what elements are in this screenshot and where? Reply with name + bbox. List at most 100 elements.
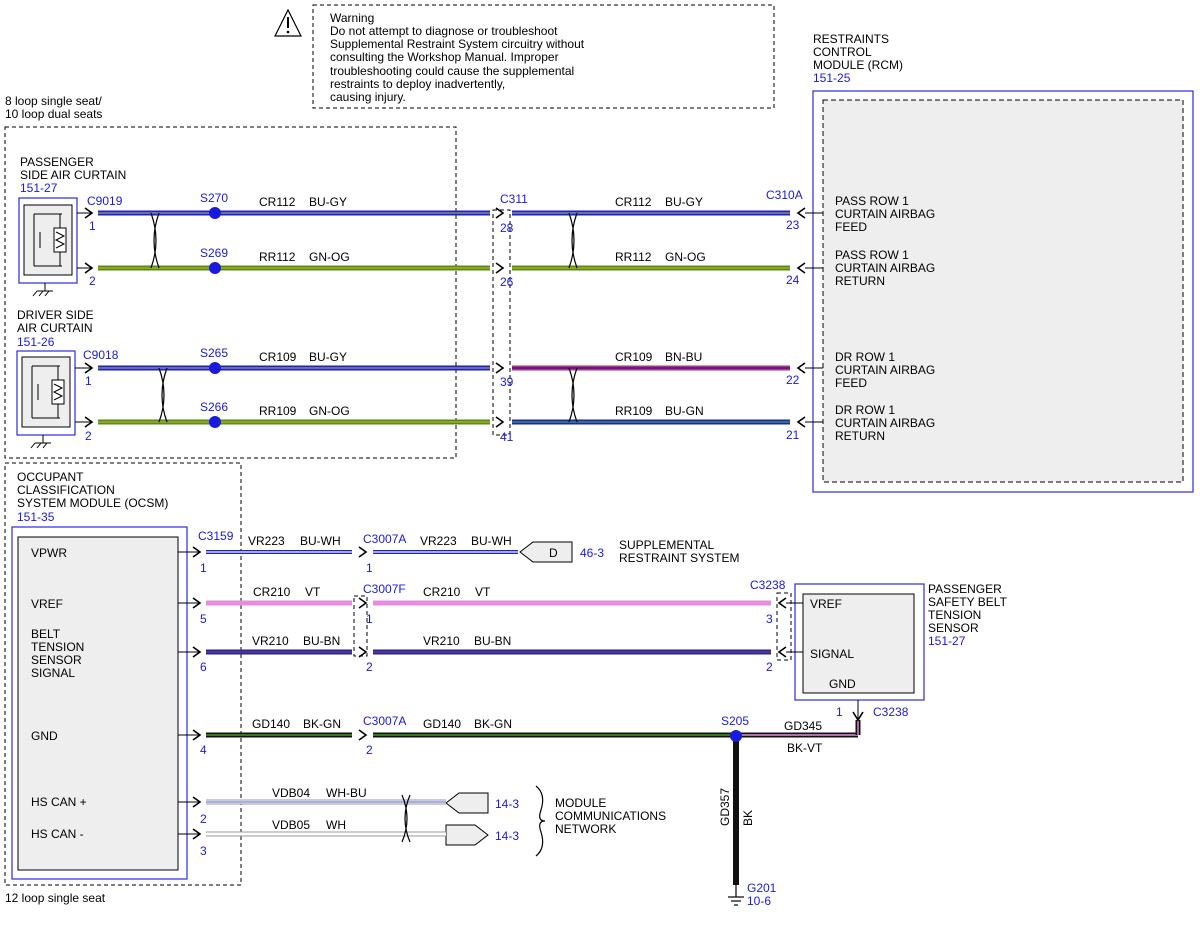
warning-line: consulting the Workshop Manual. Improper xyxy=(330,50,559,64)
ocsm-pin-can-low: HS CAN - xyxy=(31,827,84,841)
connector-arrow-icon xyxy=(192,546,202,558)
svg-text:PASS ROW 1: PASS ROW 1 xyxy=(835,194,909,208)
splice-dot-icon xyxy=(209,416,221,428)
pin-number: 26 xyxy=(500,275,514,289)
driver-curtain-ref: 151-26 xyxy=(17,335,55,349)
wire-circuit: CR112 xyxy=(615,195,652,209)
pin-number: 22 xyxy=(786,373,800,387)
twisted-pair-icon xyxy=(571,367,578,423)
warning-line: restraints to deploy inadvertently, xyxy=(330,77,505,91)
wire-circuit: CR109 xyxy=(259,350,297,364)
ocsm-module-body xyxy=(17,536,179,871)
connector-label: C3159 xyxy=(198,529,234,543)
wire-circuit: CR210 xyxy=(253,585,291,599)
ocsm-pin-can-high: HS CAN + xyxy=(31,795,87,809)
rcm-name: MODULE (RCM) xyxy=(813,58,903,72)
wire-color: VT xyxy=(305,585,321,599)
svg-text:CURTAIN AIRBAG: CURTAIN AIRBAG xyxy=(835,207,935,221)
wire-layer xyxy=(75,207,864,897)
splice-label: S265 xyxy=(200,346,228,360)
wire-color: GN-OG xyxy=(309,250,350,264)
svg-text:FEED: FEED xyxy=(835,220,867,234)
pin-number: 3 xyxy=(766,612,773,626)
wire-color: BN-BU xyxy=(665,350,702,364)
splice-dot-icon xyxy=(209,262,221,274)
c3238-connector-region xyxy=(776,592,792,661)
wire-circuit: RR109 xyxy=(615,404,653,418)
rcm-ref: 151-25 xyxy=(813,71,851,85)
wire-color: BK-VT xyxy=(787,741,823,755)
wire-circuit: GD345 xyxy=(784,719,822,733)
ocsm-module-outline xyxy=(11,526,188,880)
pin-number: 5 xyxy=(200,612,207,626)
twisted-pair-icon xyxy=(571,212,578,269)
pass-curtain-ref: 151-27 xyxy=(20,181,58,195)
rcm-pin-label: DR ROW 1 CURTAIN AIRBAG RETURN xyxy=(835,403,935,443)
svg-text:FEED: FEED xyxy=(835,376,867,390)
mcn-label: COMMUNICATIONS xyxy=(555,809,666,823)
ocsm-pin-gnd: GND xyxy=(31,729,58,743)
twisted-pair-icon xyxy=(150,212,157,269)
wire-color: BU-BN xyxy=(303,634,340,648)
svg-text:D: D xyxy=(549,546,558,560)
connector-label: C9018 xyxy=(83,348,119,362)
wire-circuit: CR109 xyxy=(615,350,653,364)
ground-symbol-icon xyxy=(728,896,744,906)
ocsm-name: OCCUPANT xyxy=(17,470,84,484)
pin-number: 2 xyxy=(366,743,373,757)
svg-text:BELT: BELT xyxy=(31,627,61,641)
belt-sensor-pin-signal: SIGNAL xyxy=(810,647,854,661)
svg-text:CURTAIN AIRBAG: CURTAIN AIRBAG xyxy=(835,363,935,377)
rcm-pin-label: DR ROW 1 CURTAIN AIRBAG FEED xyxy=(835,350,935,390)
ground-id: G201 xyxy=(747,881,777,895)
wire-color: VT xyxy=(475,585,491,599)
wire-color: BU-WH xyxy=(471,534,512,548)
connector-arrow-icon xyxy=(192,828,202,840)
pin-number: 4 xyxy=(200,743,207,757)
srs-label: SUPPLEMENTAL xyxy=(619,538,714,552)
svg-text:RETURN: RETURN xyxy=(835,429,885,443)
twisted-pair-icon xyxy=(401,794,408,843)
airbag-squib-icon xyxy=(16,350,76,436)
svg-text:SENSOR: SENSOR xyxy=(31,653,82,667)
connector-arrow-icon xyxy=(84,362,94,374)
belt-sensor-pin-gnd: GND xyxy=(829,677,856,691)
warning-triangle-icon xyxy=(274,8,302,37)
belt-sensor-name: PASSENGER xyxy=(928,582,1002,596)
belt-sensor-name: SAFETY BELT xyxy=(928,595,1008,609)
pass-curtain-name: PASSENGER xyxy=(20,155,94,169)
wire-circuit: VR210 xyxy=(423,634,460,648)
warning-line: causing injury. xyxy=(330,90,406,104)
wire-color: BU-GY xyxy=(309,195,347,209)
splice-dot-icon xyxy=(730,730,742,742)
ocsm-pin-vref: VREF xyxy=(31,597,63,611)
rcm-name: RESTRAINTS xyxy=(813,32,889,46)
wire-circuit: VDB05 xyxy=(272,818,310,832)
svg-text:CURTAIN AIRBAG: CURTAIN AIRBAG xyxy=(835,261,935,275)
ocsm-name: CLASSIFICATION xyxy=(17,483,115,497)
wire-circuit: RR112 xyxy=(259,250,296,264)
pin-number: 2 xyxy=(766,660,773,674)
connector-arrow-icon xyxy=(796,362,806,374)
warning-line: Do not attempt to diagnose or troublesho… xyxy=(330,24,558,38)
pin-number: 3 xyxy=(200,844,207,858)
curtain-loop-region xyxy=(4,126,457,459)
wire-circuit: VR210 xyxy=(252,634,289,648)
can-ref-symbol xyxy=(445,792,489,846)
c3007f-connector-region xyxy=(353,595,368,657)
pin-number: 41 xyxy=(500,430,514,444)
pass-curtain-name: SIDE AIR CURTAIN xyxy=(20,168,126,182)
twisted-pair-icon xyxy=(404,794,411,843)
wire-color: WH-BU xyxy=(326,786,367,800)
connector-arrow-icon xyxy=(358,597,368,609)
connector-arrow-icon xyxy=(84,416,94,428)
srs-ref-symbol: D xyxy=(519,541,573,563)
loop-note-top: 10 loop dual seats xyxy=(5,107,102,121)
warning-title: Warning xyxy=(330,11,374,25)
driver-curtain-name: AIR CURTAIN xyxy=(17,321,93,335)
wire-color: BU-GY xyxy=(665,195,703,209)
twisted-pair-icon xyxy=(568,367,575,423)
rcm-module-outline xyxy=(812,90,1194,493)
svg-text:CURTAIN AIRBAG: CURTAIN AIRBAG xyxy=(835,416,935,430)
